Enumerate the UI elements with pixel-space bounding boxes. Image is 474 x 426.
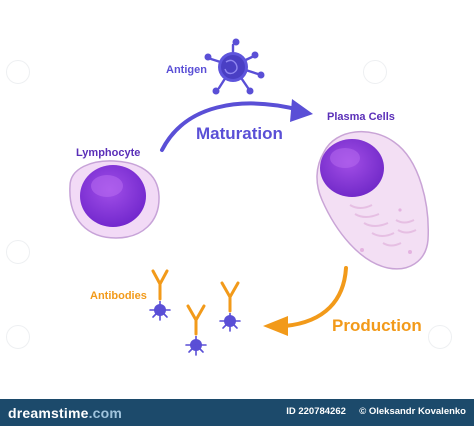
- production-arrow: [263, 266, 348, 336]
- watermark-mark: [6, 325, 30, 349]
- lymphocyte-cell: [69, 160, 160, 239]
- lymphocyte-label: Lymphocyte: [76, 147, 141, 159]
- watermark-mark: [6, 60, 30, 84]
- stock-footer-bar: dreamstime.com ID 220784262 © Oleksandr …: [0, 399, 474, 426]
- antibodies-label: Antibodies: [90, 290, 147, 302]
- antigen-label: Antigen: [166, 64, 207, 76]
- watermark-mark: [428, 325, 452, 349]
- image-author: © Oleksandr Kovalenko: [359, 406, 466, 417]
- antibody-icon: [219, 281, 241, 332]
- plasma-cells-label: Plasma Cells: [327, 111, 395, 123]
- antibody-icon: [185, 304, 207, 356]
- brand-logo[interactable]: dreamstime.com: [8, 405, 123, 421]
- watermark-mark: [363, 60, 387, 84]
- watermark-mark: [6, 240, 30, 264]
- maturation-label: Maturation: [196, 124, 283, 143]
- image-id: ID 220784262: [286, 406, 346, 417]
- production-label: Production: [332, 316, 422, 335]
- maturation-arrow: [160, 99, 313, 152]
- image-credits: ID 220784262 © Oleksandr Kovalenko: [286, 406, 466, 417]
- antibody-icon: [149, 269, 171, 321]
- antigen-virus-icon: [204, 38, 265, 95]
- plasma-cell: [316, 130, 429, 270]
